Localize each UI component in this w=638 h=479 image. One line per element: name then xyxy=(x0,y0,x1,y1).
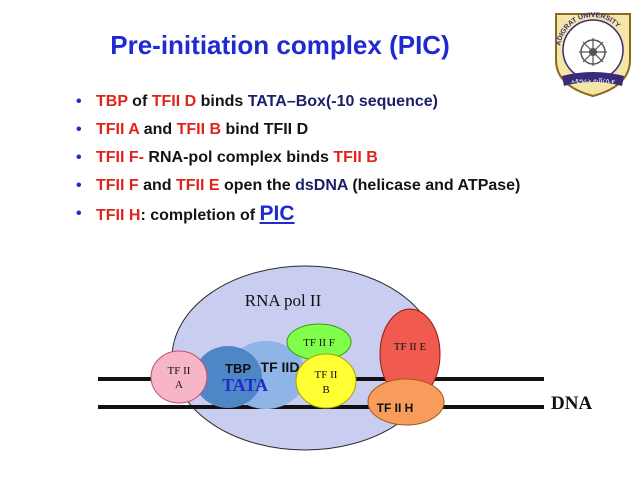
tbp-shape xyxy=(194,346,262,408)
bullet-segment: RNA-pol complex binds xyxy=(143,149,334,166)
tfiih-shape xyxy=(367,378,445,426)
dna-label: DNA xyxy=(551,393,592,414)
logo-bottom-text: አዲግራት ዩኒቨርሲቲ xyxy=(571,78,614,85)
tfiia-shape xyxy=(150,350,208,404)
bullet-segment: TFII F- xyxy=(96,149,144,166)
logo-ribbon xyxy=(562,72,624,86)
tbp-label: TBP xyxy=(225,361,251,376)
tfiid-label: TF IID xyxy=(261,359,300,375)
bullet-list: TBP of TFII D binds TATA–Box(-10 sequenc… xyxy=(72,92,562,234)
tfiib-shape xyxy=(295,353,357,409)
bullet-segment: and xyxy=(138,177,176,194)
bullet-segment: dsDNA xyxy=(295,177,348,194)
bullet-segment: of xyxy=(127,93,152,110)
bullet-item: TFII F- RNA-pol complex binds TFII B xyxy=(72,148,562,168)
tata-label: TATA xyxy=(222,375,268,395)
bullet-item: TFII H: completion of PIC xyxy=(72,202,562,226)
bullet-segment: : completion of xyxy=(140,207,260,224)
bullet-segment: open the xyxy=(219,177,296,194)
bullet-segment: TFII E xyxy=(176,177,220,194)
tfiie-label: TF II E xyxy=(394,341,427,353)
tfiia-label-line2: A xyxy=(175,379,183,391)
tfiif-label: TF II F xyxy=(303,337,335,349)
tfiia-label-line1: TF II xyxy=(168,365,191,377)
bullet-segment: TFII F xyxy=(96,177,139,194)
bullet-segment: (helicase and ATPase) xyxy=(347,177,521,194)
bullet-item: TBP of TFII D binds TATA–Box(-10 sequenc… xyxy=(72,92,562,112)
bullet-segment: TFII B xyxy=(176,121,222,138)
tfiib-label-line1: TF II xyxy=(315,369,338,381)
bullet-segment: TFII D xyxy=(151,93,197,110)
bullet-segment: binds xyxy=(196,93,248,110)
bullet-segment: TATA–Box(-10 sequence) xyxy=(247,93,438,110)
tfiib-label-line2: B xyxy=(322,384,329,396)
bullet-segment: TBP xyxy=(96,93,128,110)
bullet-item: TFII F and TFII E open the dsDNA (helica… xyxy=(72,176,562,196)
tfiih-label: TF II H xyxy=(377,401,414,415)
bullet-item: TFII A and TFII B bind TFII D xyxy=(72,120,562,140)
page-title: Pre-initiation complex (PIC) xyxy=(110,30,450,60)
rna-pol-label: RNA pol II xyxy=(245,291,322,310)
bullet-segment: TFII H xyxy=(96,207,141,224)
bullet-segment: TFII B xyxy=(333,149,378,166)
bullet-segment: TFII A xyxy=(96,121,140,138)
university-logo: ADIGRAT UNIVERSITY አዲግራት ዩኒቨርሲቲ xyxy=(555,12,631,98)
bullet-segment: and xyxy=(139,121,177,138)
bullet-segment: PIC xyxy=(259,202,295,225)
bullet-segment: bind TFII D xyxy=(221,121,309,138)
